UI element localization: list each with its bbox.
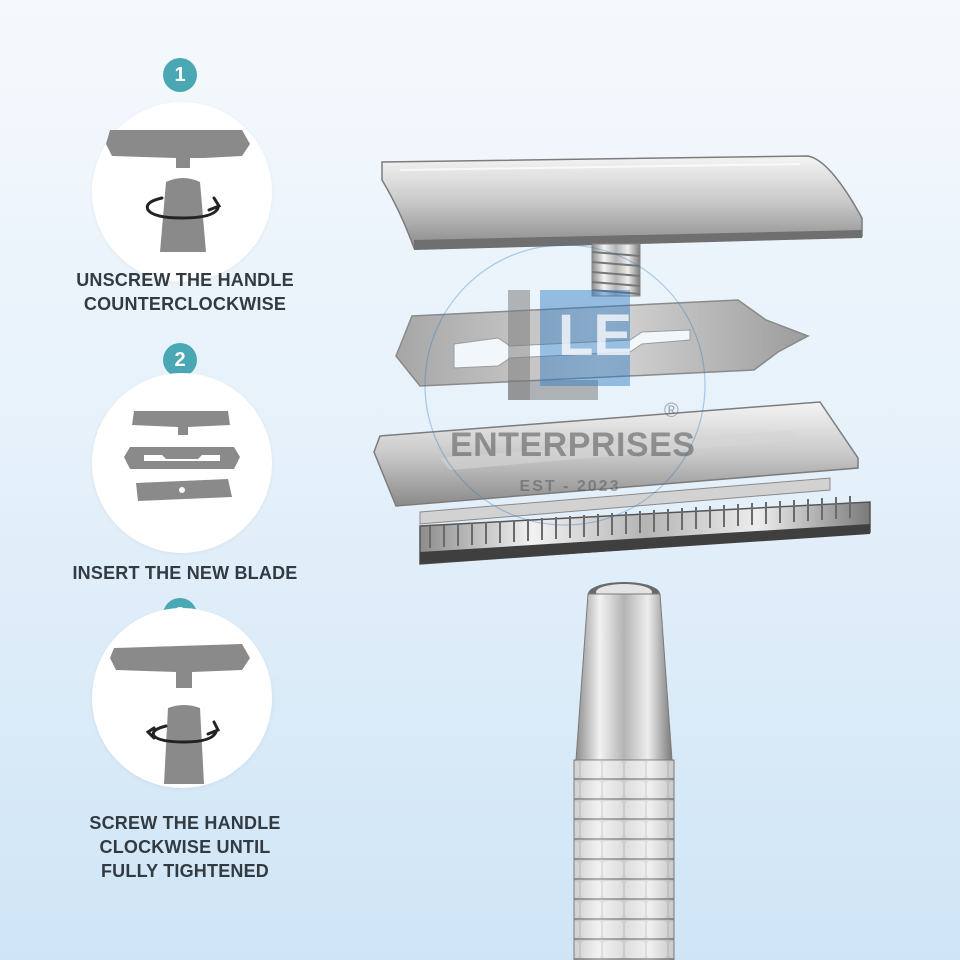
- caption-line: FULLY TIGHTENED: [100, 861, 269, 881]
- caption-line: SCREW THE HANDLE: [89, 813, 281, 833]
- razor-head-icon: [110, 644, 250, 688]
- step-caption: INSERT THE NEW BLADE: [70, 561, 300, 585]
- caption-line: UNSCREW THE HANDLE: [76, 270, 294, 290]
- step-3: 3 SCREW THE HANDLE CLOCKWISE UNTIL FULLY…: [70, 598, 300, 898]
- razor-screw: [591, 243, 641, 297]
- caption-line: COUNTERCLOCKWISE: [83, 294, 287, 314]
- step-illustration: [92, 102, 272, 282]
- step-illustration: [92, 608, 272, 788]
- step-illustration: [92, 373, 272, 553]
- razor-top-cap: [381, 155, 863, 250]
- step-caption: UNSCREW THE HANDLE COUNTERCLOCKWISE: [70, 268, 300, 316]
- step-1: 1 UNSCREW THE HANDLE COUNTERCLOCKWISE: [70, 58, 300, 328]
- step-number-badge: 2: [163, 343, 197, 377]
- caption-line: CLOCKWISE UNTIL: [99, 837, 271, 857]
- razor-handle: [573, 582, 675, 960]
- rotate-counterclockwise-icon: [145, 196, 222, 220]
- blade-icon: [124, 447, 240, 469]
- step-2: 2 INSERT THE NEW BLADE: [70, 343, 300, 593]
- handle-icon: [160, 178, 206, 252]
- caption-line: INSERT THE NEW BLADE: [72, 563, 298, 583]
- razor-head-icon: [132, 411, 230, 435]
- handle-icon: [164, 705, 204, 784]
- razor-product-illustration: [373, 155, 871, 960]
- step-caption: SCREW THE HANDLE CLOCKWISE UNTIL FULLY T…: [70, 811, 300, 883]
- rotate-clockwise-icon: [145, 720, 221, 744]
- step-number-badge: 1: [163, 58, 197, 92]
- razor-blade: [395, 299, 810, 387]
- base-plate-icon: [136, 479, 232, 501]
- razor-base-plate: [373, 401, 871, 565]
- razor-head-icon: [106, 130, 250, 168]
